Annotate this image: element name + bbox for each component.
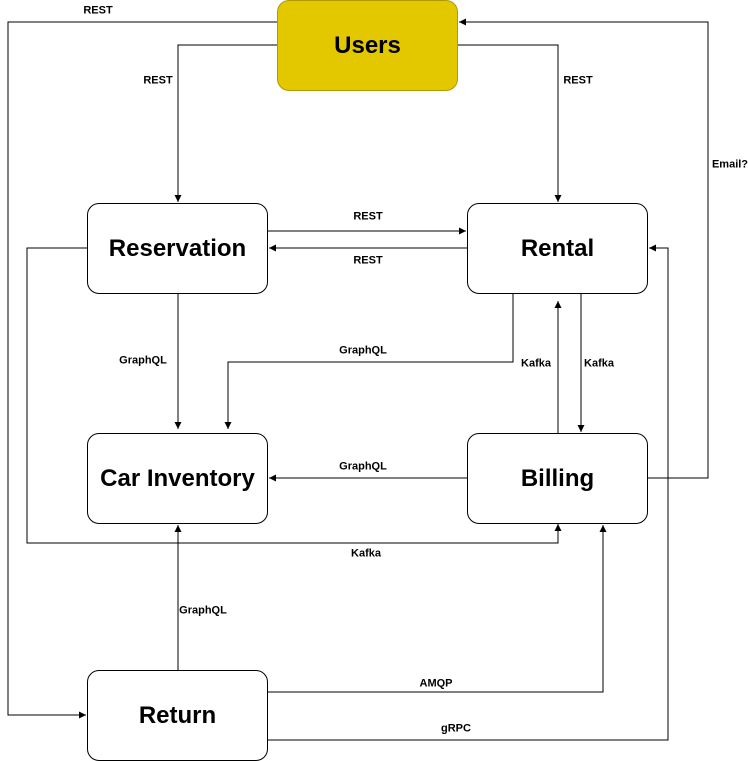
edge-users-rental — [458, 44, 562, 202]
node-billing[interactable]: Billing — [467, 433, 648, 524]
node-reservation[interactable]: Reservation — [87, 203, 268, 294]
edge-label-rental-billing: Kafka — [584, 357, 614, 370]
edge-label-users-reservation: REST — [143, 74, 173, 87]
node-car-inventory[interactable]: Car Inventory — [87, 433, 268, 524]
edge-label-billing-carinventory: GraphQL — [339, 460, 387, 473]
edge-label-rental-carinventory: GraphQL — [339, 344, 387, 357]
edge-label-return-carinventory: GraphQL — [179, 604, 227, 617]
node-users[interactable]: Users — [277, 0, 458, 91]
node-rental[interactable]: Rental — [467, 203, 648, 294]
edge-return-billing — [268, 525, 607, 693]
edge-users-return — [7, 21, 277, 719]
edge-billing-users — [459, 18, 709, 479]
edge-label-rental-reservation: REST — [353, 254, 383, 267]
edge-users-reservation — [174, 44, 277, 202]
edge-label-reservation-billing: Kafka — [351, 547, 381, 560]
node-return[interactable]: Return — [87, 670, 268, 761]
edge-label-billing-rental: Kafka — [521, 357, 551, 370]
edge-label-billing-users: Email? — [711, 158, 748, 171]
edge-reservation-billing — [26, 247, 562, 544]
edge-label-return-billing: AMQP — [419, 677, 453, 690]
edge-label-users-return: REST — [83, 4, 113, 17]
edge-return-rental — [268, 244, 669, 741]
edge-label-reservation-rental: REST — [353, 210, 383, 223]
edge-label-reservation-carinventory: GraphQL — [119, 354, 167, 367]
edge-rental-carinventory — [224, 294, 514, 429]
edge-label-users-rental: REST — [563, 74, 593, 87]
edge-label-return-rental: gRPC — [441, 722, 471, 735]
